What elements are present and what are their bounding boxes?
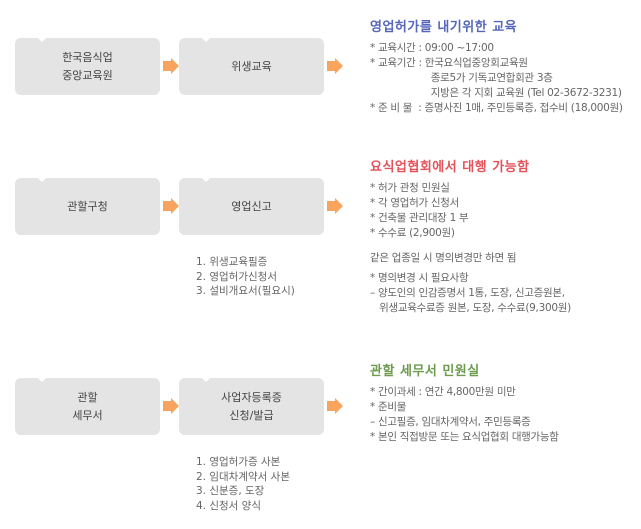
list-item: 1. 영업허가증 사본 bbox=[196, 456, 281, 468]
list-item: 2. 임대차계약서 사본 bbox=[196, 470, 290, 483]
section-title: 영업허가를 내기위한 교육 bbox=[370, 20, 518, 35]
step-box-tax-office: 관할 세무서 bbox=[15, 377, 160, 435]
step-box-district-office: 관할구청 bbox=[15, 177, 160, 235]
list-item: 1. 위생교육필증 bbox=[196, 256, 268, 268]
list-item: 2. 영업허가신청서 bbox=[196, 270, 277, 283]
info-line: * 준 비 물 : 증명사진 1매, 주민등록증, 접수비 (18,000원) bbox=[370, 102, 623, 114]
info-line: * 각 영업허가 신청서 bbox=[370, 197, 459, 209]
arrow-right-icon bbox=[163, 198, 179, 214]
info-line: * 건축물 관리대장 1 부 bbox=[370, 212, 469, 224]
info-line: * 명의변경 시 필요사항 bbox=[370, 272, 469, 284]
list-item: 3. 신분증, 도장 bbox=[196, 485, 265, 497]
info-line: 위생교육수료증 원본, 도장, 수수료(9,300원) bbox=[370, 302, 571, 314]
step-box-business-report: 영업신고 bbox=[179, 177, 324, 235]
info-note: 같은 업종일 시 명의변경만 하면 됨 bbox=[370, 252, 517, 264]
section-association-agency: 요식업협회에서 대행 가능함 * 허가 관청 민원실 * 각 영업허가 신청서 … bbox=[370, 160, 638, 316]
section-education: 영업허가를 내기위한 교육 * 교육시간 : 09:00 ~17:00 * 교육… bbox=[370, 20, 638, 116]
info-line: * 본인 직접방문 또는 요식업협회 대행가능함 bbox=[370, 431, 559, 443]
arrow-right-icon bbox=[327, 398, 343, 414]
info-line: * 교육시간 : 09:00 ~17:00 bbox=[370, 42, 494, 54]
info-line: 종로5가 기독교연합회관 3층 bbox=[370, 72, 553, 84]
info-line: 지방은 각 지회 교육원 (Tel 02-3672-3231) bbox=[370, 87, 622, 99]
required-documents-list: 1. 위생교육필증 2. 영업허가신청서 3. 설비개요서(필요시) bbox=[196, 255, 295, 299]
info-line: * 간이과세 : 연간 4,800만원 미만 bbox=[370, 386, 516, 398]
list-item: 4. 신청서 양식 bbox=[196, 499, 261, 512]
arrow-right-icon bbox=[163, 58, 179, 74]
arrow-right-icon bbox=[163, 398, 179, 414]
arrow-right-icon bbox=[327, 198, 343, 214]
info-line: * 허가 관청 민원실 bbox=[370, 182, 450, 194]
section-title: 관할 세무서 민원실 bbox=[370, 364, 480, 379]
section-title: 요식업협회에서 대행 가능함 bbox=[370, 160, 530, 175]
info-line: * 수수료 (2,900원) bbox=[370, 227, 455, 239]
required-documents-list: 1. 영업허가증 사본 2. 임대차계약서 사본 3. 신분증, 도장 4. 신… bbox=[196, 455, 290, 513]
info-line: – 신고필증, 임대차계약서, 주민등록증 bbox=[370, 416, 531, 428]
info-line: – 양도인의 인감증명서 1통, 도장, 신고증원본, bbox=[370, 287, 565, 299]
step-box-education-center: 한국음식업 중앙교육원 bbox=[15, 37, 160, 95]
section-tax-office: 관할 세무서 민원실 * 간이과세 : 연간 4,800만원 미만 * 준비물 … bbox=[370, 364, 638, 445]
step-box-hygiene-education: 위생교육 bbox=[179, 37, 324, 95]
step-box-business-registration: 사업자등록증 신청/발급 bbox=[179, 377, 324, 435]
arrow-right-icon bbox=[327, 58, 343, 74]
info-line: * 교육기간 : 한국요식업중앙회교육원 bbox=[370, 57, 528, 69]
list-item: 3. 설비개요서(필요시) bbox=[196, 285, 295, 297]
info-line: * 준비물 bbox=[370, 401, 407, 413]
